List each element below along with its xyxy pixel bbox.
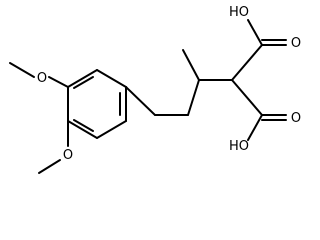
oxygen-label: O — [291, 111, 301, 126]
chemical-structure: O O HO O HO O — [9, 5, 301, 174]
hydroxyl-label: HO — [229, 139, 249, 154]
oxygen-label: O — [291, 36, 301, 51]
ring-bond — [67, 120, 98, 139]
oxygen-label: O — [63, 148, 73, 163]
oxygen-label: O — [37, 71, 47, 86]
hydroxyl-label: HO — [229, 5, 249, 20]
c-oh-bond — [247, 114, 263, 141]
c-c-bond — [231, 44, 263, 81]
ch2-bond — [125, 86, 156, 116]
ring-double-bond — [73, 119, 94, 132]
c-o-bond — [48, 76, 69, 88]
carboxyl-bottom: HO O — [229, 79, 301, 154]
methoxy-4: O — [9, 62, 69, 88]
methyl-bond — [187, 79, 200, 116]
benzene-ring — [67, 69, 127, 139]
o-ch3-bond — [38, 159, 61, 174]
ring-bond — [96, 120, 127, 139]
c-oh-bond — [247, 19, 263, 46]
methoxy-3: O — [38, 120, 73, 174]
o-ch3-bond — [9, 62, 35, 78]
ring-double-bond — [73, 76, 94, 89]
side-chain — [125, 49, 233, 116]
ring-bond — [67, 69, 98, 88]
ring-bond — [96, 69, 127, 88]
methyl-bond — [182, 49, 200, 81]
carboxyl-top: HO O — [229, 5, 301, 81]
c-c-bond — [231, 79, 263, 116]
